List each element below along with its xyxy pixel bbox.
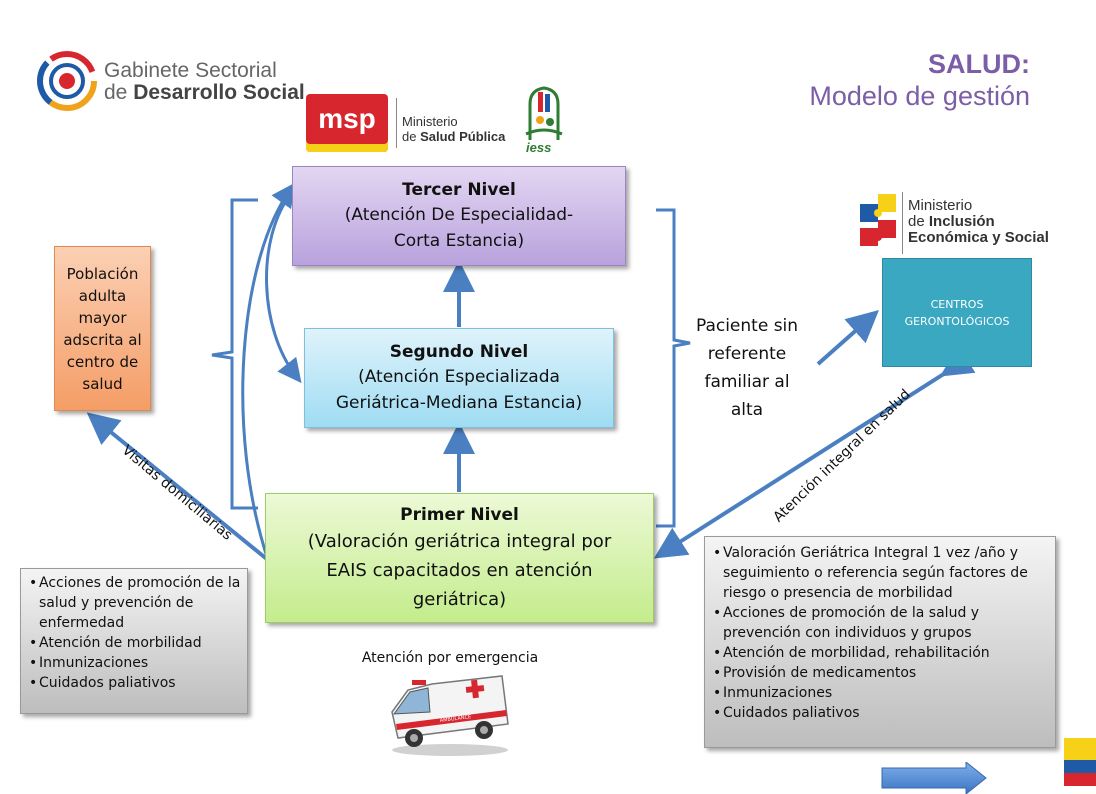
poblacion-line: centro de xyxy=(66,352,139,371)
iess-emblem-icon xyxy=(525,86,563,140)
arrow-visitas xyxy=(86,412,270,562)
mies-line1: Ministerio xyxy=(908,197,973,214)
mies-divider xyxy=(902,192,903,254)
paciente-sin-referente-label: Paciente sin referente familiar al alta xyxy=(682,312,812,424)
primer-nivel-line3: geriátrica) xyxy=(412,588,507,610)
primer-nivel-title: Primer Nivel xyxy=(400,504,519,525)
flag-stripe xyxy=(1064,738,1096,786)
iess-logo: iess xyxy=(520,82,568,158)
primer-nivel-line2: EAIS capacitados en atención xyxy=(326,559,593,581)
paciente-line: referente xyxy=(707,344,787,364)
right-services-list: Valoración Geriátrica Integral 1 vez /añ… xyxy=(704,536,1056,748)
centros-line1: CENTROS xyxy=(930,297,984,311)
list-item: Inmunizaciones xyxy=(29,653,241,673)
left-brace xyxy=(211,198,258,510)
mies-line3: Económica y Social xyxy=(908,229,1049,246)
primer-nivel-box: Primer Nivel (Valoración geriátrica inte… xyxy=(265,493,654,623)
arrow-to-centros xyxy=(816,310,879,366)
msp-divider xyxy=(396,98,397,148)
segundo-nivel-line2: Geriátrica-Mediana Estancia) xyxy=(335,393,583,413)
ambulance-label: AMBULANCE xyxy=(440,714,472,724)
segundo-nivel-box: Segundo Nivel (Atención Especializada Ge… xyxy=(304,328,614,428)
segundo-nivel-title: Segundo Nivel xyxy=(389,342,529,362)
left-services-list: Acciones de promoción de la salud y prev… xyxy=(20,568,248,714)
paciente-line: familiar al xyxy=(704,372,790,392)
arrow-curve-to-segundo xyxy=(265,191,302,384)
gabinete-line2-bold: Desarrollo Social xyxy=(133,81,305,104)
primer-nivel-line1: (Valoración geriátrica integral por xyxy=(307,530,612,552)
tercer-nivel-box: Tercer Nivel (Atención De Especialidad- … xyxy=(292,166,626,266)
iess-mark: iess xyxy=(526,140,552,155)
paciente-line: Paciente sin xyxy=(695,316,799,336)
mies-logo: Ministerio de Inclusión Económica y Soci… xyxy=(856,190,1064,258)
tercer-nivel-title: Tercer Nivel xyxy=(402,180,516,200)
tercer-nivel-line2: Corta Estancia) xyxy=(393,231,525,251)
poblacion-box: Población adulta mayor adscrita al centr… xyxy=(54,246,151,411)
list-item: Provisión de medicamentos xyxy=(713,663,1047,683)
list-item: Valoración Geriátrica Integral 1 vez /añ… xyxy=(713,543,1047,603)
gabinete-line2-pre: de xyxy=(104,81,134,104)
gabinete-logo: Gabinete Sectorial de Desarrollo Social xyxy=(36,50,306,115)
list-item: Atención de morbilidad, rehabilitación xyxy=(713,643,1047,663)
poblacion-line: mayor xyxy=(78,308,127,327)
paciente-line: alta xyxy=(730,400,764,420)
title-line1: SALUD: xyxy=(928,49,1030,79)
centros-gerontologicos-box: CENTROS GERONTOLÓGICOS xyxy=(882,258,1032,367)
poblacion-line: adulta xyxy=(78,286,127,305)
poblacion-line: adscrita al xyxy=(63,330,142,349)
atencion-emergencia-label: Atención por emergencia xyxy=(361,650,539,666)
mies-line2-pre: de xyxy=(908,213,929,230)
gabinete-line1: Gabinete Sectorial xyxy=(104,59,277,82)
msp-line1: Ministerio xyxy=(402,114,458,129)
next-arrow-button[interactable] xyxy=(880,762,990,794)
mies-puzzle-icon xyxy=(860,194,896,246)
list-item: Cuidados paliativos xyxy=(713,703,1047,723)
list-item: Inmunizaciones xyxy=(713,683,1047,703)
mies-line2-bold: Inclusión xyxy=(928,213,995,230)
list-item: Acciones de promoción de la salud y prev… xyxy=(29,573,241,633)
list-item: Acciones de promoción de la salud y prev… xyxy=(713,603,1047,643)
title-line2: Modelo de gestión xyxy=(809,81,1030,111)
msp-logo: msp Ministerio de Salud Pública xyxy=(306,94,516,154)
list-item: Cuidados paliativos xyxy=(29,673,241,693)
arrow-atencion-integral xyxy=(653,345,976,559)
ambulance-icon: AMBULANCE xyxy=(391,675,509,756)
poblacion-line: Población xyxy=(66,264,139,283)
segundo-nivel-line1: (Atención Especializada xyxy=(358,367,560,387)
msp-line2-pre: de xyxy=(402,129,421,144)
page-title: SALUD: Modelo de gestión xyxy=(780,48,1030,112)
centros-line2: GERONTOLÓGICOS xyxy=(904,314,1010,328)
msp-mark-icon: msp xyxy=(306,94,388,152)
msp-line2-bold: Salud Pública xyxy=(420,129,506,144)
tercer-nivel-line1: (Atención De Especialidad- xyxy=(344,205,574,225)
list-item: Atención de morbilidad xyxy=(29,633,241,653)
arrow-curve-to-tercer xyxy=(241,182,296,561)
poblacion-line: salud xyxy=(82,374,123,393)
gabinete-emblem-icon xyxy=(37,51,97,111)
